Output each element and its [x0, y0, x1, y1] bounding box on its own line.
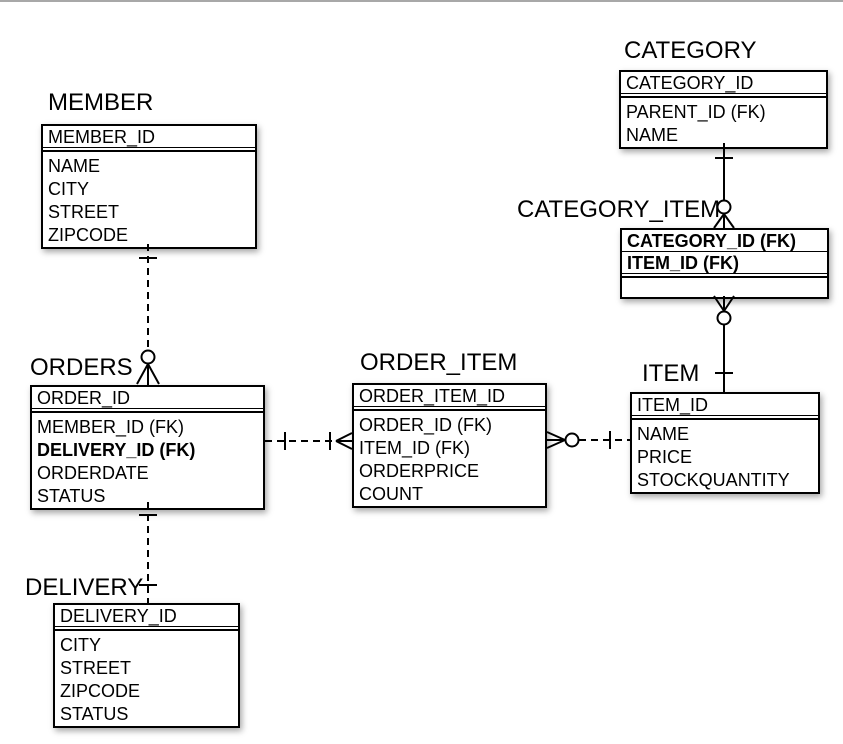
- attribute: ORDERDATE: [37, 463, 149, 483]
- attribute: ZIPCODE: [48, 225, 129, 245]
- canvas-top-edge: [0, 0, 843, 2]
- pk-attribute: CATEGORY_ID (FK): [622, 230, 827, 252]
- zero-marker: [140, 349, 156, 365]
- attribute: DELIVERY_ID (FK): [37, 440, 196, 460]
- pk-section: ORDER_ID: [32, 387, 263, 413]
- pk-attribute: CATEGORY_ID: [621, 72, 826, 94]
- pk-attribute: MEMBER_ID: [43, 126, 255, 148]
- entity-title-category-item: CATEGORY_ITEM: [517, 196, 721, 223]
- pk-attribute: ITEM_ID: [632, 394, 818, 416]
- many-marker-crows-foot: [136, 363, 160, 385]
- entity-title-order-item: ORDER_ITEM: [360, 349, 518, 376]
- attribute: CITY: [48, 179, 90, 199]
- entity-title-member: MEMBER: [48, 89, 154, 116]
- attributes-section: NAME PRICE STOCKQUANTITY: [632, 420, 818, 492]
- zero-marker: [716, 310, 732, 326]
- attribute: STOCKQUANTITY: [637, 470, 790, 490]
- attributes-section: CITY STREET ZIPCODE STATUS: [55, 631, 238, 726]
- entity-box-orders: ORDER_ID MEMBER_ID (FK) DELIVERY_ID (FK)…: [30, 385, 265, 510]
- attribute: NAME: [637, 424, 690, 444]
- attribute: ORDERPRICE: [359, 461, 480, 481]
- attribute: NAME: [626, 125, 679, 145]
- attribute: PRICE: [637, 447, 693, 467]
- pk-attribute: ORDER_ID: [32, 387, 263, 409]
- zero-marker: [716, 199, 732, 215]
- attribute: STREET: [48, 202, 120, 222]
- pk-section: CATEGORY_ID (FK) ITEM_ID (FK): [622, 230, 827, 278]
- relationship-categoryitem-item: [713, 295, 735, 392]
- attribute: MEMBER_ID (FK): [37, 417, 185, 437]
- entity-title-category: CATEGORY: [624, 37, 757, 64]
- pk-section: MEMBER_ID: [43, 126, 255, 152]
- attribute: CITY: [60, 635, 102, 655]
- attribute: PARENT_ID (FK): [626, 102, 766, 122]
- entity-title-orders: ORDERS: [30, 354, 133, 381]
- pk-attribute: ORDER_ITEM_ID: [354, 385, 545, 407]
- entity-title-item: ITEM: [642, 360, 700, 387]
- attributes-section: NAME CITY STREET ZIPCODE: [43, 152, 255, 247]
- pk-section: CATEGORY_ID: [621, 72, 826, 98]
- many-marker-crows-foot: [713, 213, 735, 229]
- attribute: STATUS: [60, 704, 129, 724]
- entity-box-category-item: CATEGORY_ID (FK) ITEM_ID (FK): [620, 228, 829, 299]
- attribute: ITEM_ID (FK): [359, 438, 470, 458]
- pk-section: ORDER_ITEM_ID: [354, 385, 545, 411]
- attribute: STREET: [60, 658, 132, 678]
- relationship-orders-orderitem: [265, 432, 353, 450]
- many-marker-crows-foot: [713, 295, 735, 312]
- pk-section: DELIVERY_ID: [55, 605, 238, 631]
- attribute: STATUS: [37, 486, 106, 506]
- pk-attribute: DELIVERY_ID: [55, 605, 238, 627]
- many-marker-crows-foot: [335, 432, 353, 450]
- relationship-category-categoryitem: [713, 143, 735, 229]
- attributes-section: PARENT_ID (FK) NAME: [621, 98, 826, 147]
- entity-box-order-item: ORDER_ITEM_ID ORDER_ID (FK) ITEM_ID (FK)…: [352, 383, 547, 508]
- attribute: ZIPCODE: [60, 681, 141, 701]
- many-marker-crows-foot: [546, 431, 566, 449]
- attributes-section: MEMBER_ID (FK) DELIVERY_ID (FK) ORDERDAT…: [32, 413, 263, 508]
- pk-section: ITEM_ID: [632, 394, 818, 420]
- relationship-member-orders: [136, 244, 160, 385]
- attribute: COUNT: [359, 484, 423, 504]
- entity-box-item: ITEM_ID NAME PRICE STOCKQUANTITY: [630, 392, 820, 494]
- entity-box-member: MEMBER_ID NAME CITY STREET ZIPCODE: [41, 124, 257, 249]
- attributes-section: ORDER_ID (FK) ITEM_ID (FK) ORDERPRICE CO…: [354, 411, 545, 506]
- relationship-orderitem-item: [546, 431, 630, 449]
- entity-box-delivery: DELIVERY_ID CITY STREET ZIPCODE STATUS: [53, 603, 240, 728]
- relationship-orders-delivery: [139, 502, 157, 603]
- attribute: ORDER_ID (FK): [359, 415, 493, 435]
- pk-attribute: ITEM_ID (FK): [622, 252, 827, 274]
- entity-title-delivery: DELIVERY: [25, 574, 144, 601]
- zero-marker: [564, 432, 580, 448]
- attribute: NAME: [48, 156, 101, 176]
